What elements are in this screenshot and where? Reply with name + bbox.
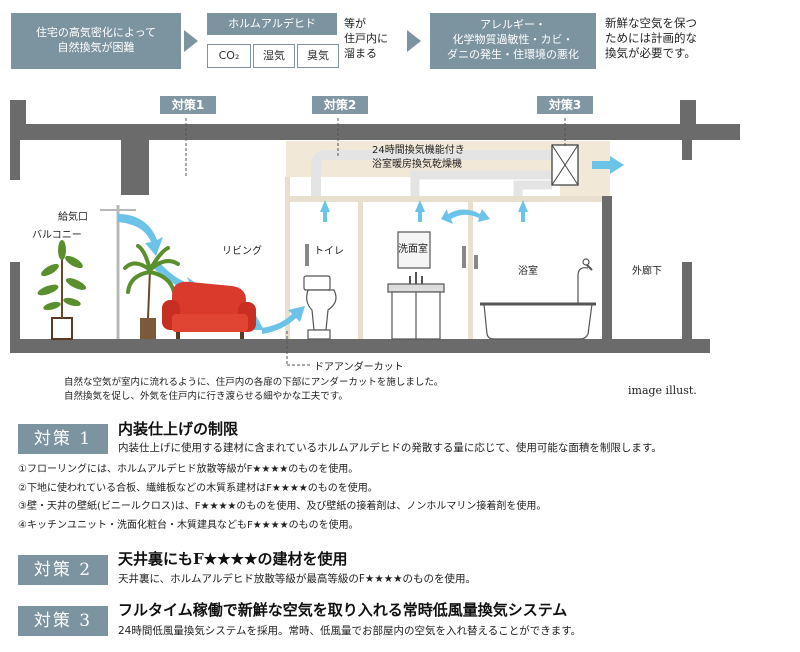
flow-arrow-icon <box>184 30 198 52</box>
list-item: ③壁・天井の壁紙(ビニールクロス)は、F★★★★のものを使用、及び壁紙の接着剤は… <box>18 501 547 512</box>
floor-slab <box>10 339 710 353</box>
chip-odor: 臭気 <box>297 44 339 68</box>
label-balcony: バルコニー <box>32 230 82 241</box>
tag-measure-3: 対策3 <box>537 96 593 114</box>
effect-box: アレルギー・ 化学物質過敏性・カビ・ ダニの発生・住環境の悪化 <box>430 13 596 69</box>
effect-line-2: 化学物質過敏性・カビ・ <box>452 33 574 46</box>
measure-3-body: 24時間低風量換気システムを採用。常時、低風量でお部屋内の空気を入れ替えることが… <box>118 625 582 637</box>
necessity-line-1: 新鮮な空気を保つ <box>605 16 697 30</box>
necessity-line-3: 換気が必要です。 <box>605 46 696 60</box>
label-undercut: ドアアンダーカット <box>314 362 404 373</box>
plant-icon <box>37 240 87 340</box>
bathtub-icon <box>480 258 596 340</box>
list-item: ①フローリングには、ホルムアルデヒド放散等級がF★★★★のものを使用。 <box>18 464 359 475</box>
label-corridor: 外廊下 <box>632 266 662 277</box>
cause-line-2: 自然換気が困難 <box>57 41 135 54</box>
unit-label-line-1: 24時間換気機能付き <box>372 145 465 156</box>
measure-2-title: 天井裏にもF★★★★の建材を使用 <box>118 550 348 568</box>
formaldehyde-box: ホルムアルデヒド <box>207 13 337 35</box>
diagram-note-line-1: 自然な空気が室内に流れるように、住戸内の各扉の下部にアンダーカットを施しました。 <box>64 377 444 388</box>
measure-1-title: 内装仕上げの制限 <box>118 420 239 438</box>
vanity-icon <box>387 231 445 340</box>
measure-3-title: フルタイム稼働で新鮮な空気を取り入れる常時低風量換気システム <box>118 601 568 619</box>
label-washroom: 洗面室 <box>398 244 428 255</box>
list-item: ④キッチンユニット・洗面化粧台・木質建具などもF★★★★のものを使用。 <box>18 519 359 531</box>
necessity-line-2: ためには計画的な <box>605 31 697 45</box>
label-bath: 浴室 <box>518 266 538 277</box>
cause-line-1: 住宅の高気密化によって <box>35 26 157 39</box>
tag-measure-1: 対策1 <box>160 96 216 114</box>
list-item: ②下地に使われている合板、繊維板などの木質系建材はF★★★★のものを使用。 <box>18 482 378 494</box>
accumulate-line-2: 住戸内に <box>344 32 388 45</box>
accumulate-line-3: 溜まる <box>344 47 377 60</box>
effect-line-1: アレルギー・ <box>480 18 546 31</box>
tag-measure-2: 対策2 <box>312 96 368 114</box>
diagram-note-line-2: 自然換気を促し、外気を住戸内に行き渡らせる細やかな工夫です。 <box>64 391 348 402</box>
diagram-note: 自然な空気が室内に流れるように、住戸内の各扉の下部にアンダーカットを施しました。… <box>64 376 443 404</box>
measure-1-body: 内装仕上げに使用する建材に含まれているホルムアルデヒドの発散する量に応じて、使用… <box>118 442 662 454</box>
measure-3-label: 対策 3 <box>18 606 108 636</box>
accumulate-line-1: 等が <box>344 17 366 30</box>
measure-2-label: 対策 2 <box>18 555 108 585</box>
cause-box: 住宅の高気密化によって 自然換気が困難 <box>11 13 181 69</box>
beam <box>121 140 149 195</box>
accumulate-text: 等が 住戸内に 溜まる <box>344 16 388 61</box>
chip-humidity: 湿気 <box>253 44 295 68</box>
measure-2-body: 天井裏に、ホルムアルデヒド放散等級が最高等級のF★★★★のものを使用。 <box>118 573 477 585</box>
label-intake: 給気口 <box>58 212 88 223</box>
effect-line-3: ダニの発生・住環境の悪化 <box>447 48 579 61</box>
chip-co2: CO₂ <box>207 44 251 68</box>
sofa-icon <box>162 281 256 339</box>
unit-label-line-2: 浴室暖房換気乾燥機 <box>372 159 462 170</box>
label-living: リビング <box>222 246 262 257</box>
measure-1-items: ①フローリングには、ホルムアルデヒド放散等級がF★★★★のものを使用。 ②下地に… <box>18 461 546 535</box>
measure-1-label: 対策 1 <box>18 424 108 454</box>
unit-label: 24時間換気機能付き 浴室暖房換気乾燥機 <box>372 144 465 172</box>
flow-arrow-icon <box>407 30 421 52</box>
image-caption: image illust. <box>628 384 697 397</box>
necessity-text: 新鮮な空気を保つ ためには計画的な 換気が必要です。 <box>605 16 697 61</box>
label-toilet: トイレ <box>314 246 344 257</box>
toilet-icon <box>303 275 337 340</box>
ventilation-diagram <box>10 100 740 366</box>
